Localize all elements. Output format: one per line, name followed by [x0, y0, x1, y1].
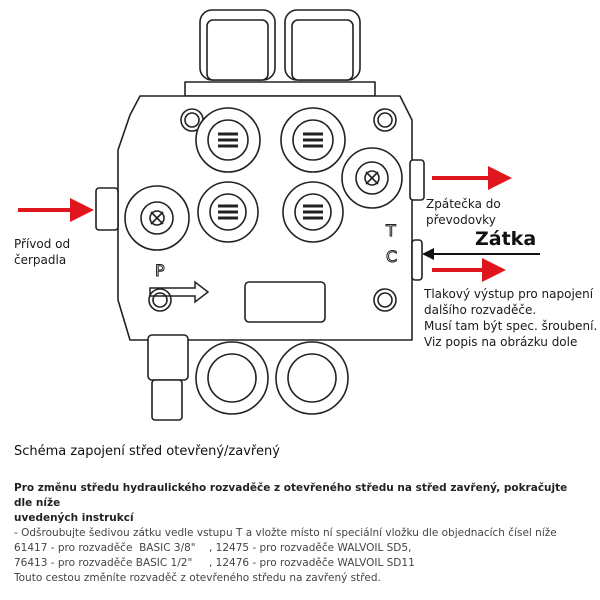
port-label-c: C: [386, 247, 397, 266]
nameplate: [244, 281, 326, 323]
label-plug: Zátka: [475, 228, 537, 250]
port-label-t: T: [385, 221, 396, 240]
caption-body-line: - Odšroubujte šedivou zátku vedle vstupu…: [14, 527, 557, 539]
caption-body-line: 61417 - pro rozvaděče BASIC 3/8" , 12475…: [14, 542, 412, 554]
valve-diagram: P T C: [18, 9, 540, 421]
caption-bold-line: uvedených instrukcí: [14, 512, 134, 524]
caption-body-line: Touto cestou změníte rozvaděč z otevřené…: [14, 572, 381, 584]
label-pressure-outlet: Tlakový výstup pro napojení dalšího rozv…: [424, 287, 598, 349]
caption-heading: Schéma zapojení střed otevřený/zavřený: [14, 444, 280, 459]
p-direction-arrow: [149, 280, 210, 304]
port-label-p: P: [155, 261, 165, 280]
inlet-fitting: [95, 187, 119, 231]
caption-block: Schéma zapojení střed otevřený/zavřený P…: [14, 444, 584, 586]
caption-body-line: 76413 - pro rozvaděče BASIC 1/2" , 12476…: [14, 557, 415, 569]
caption-bold-line: Pro změnu středu hydraulického rozvaděče…: [14, 482, 568, 509]
